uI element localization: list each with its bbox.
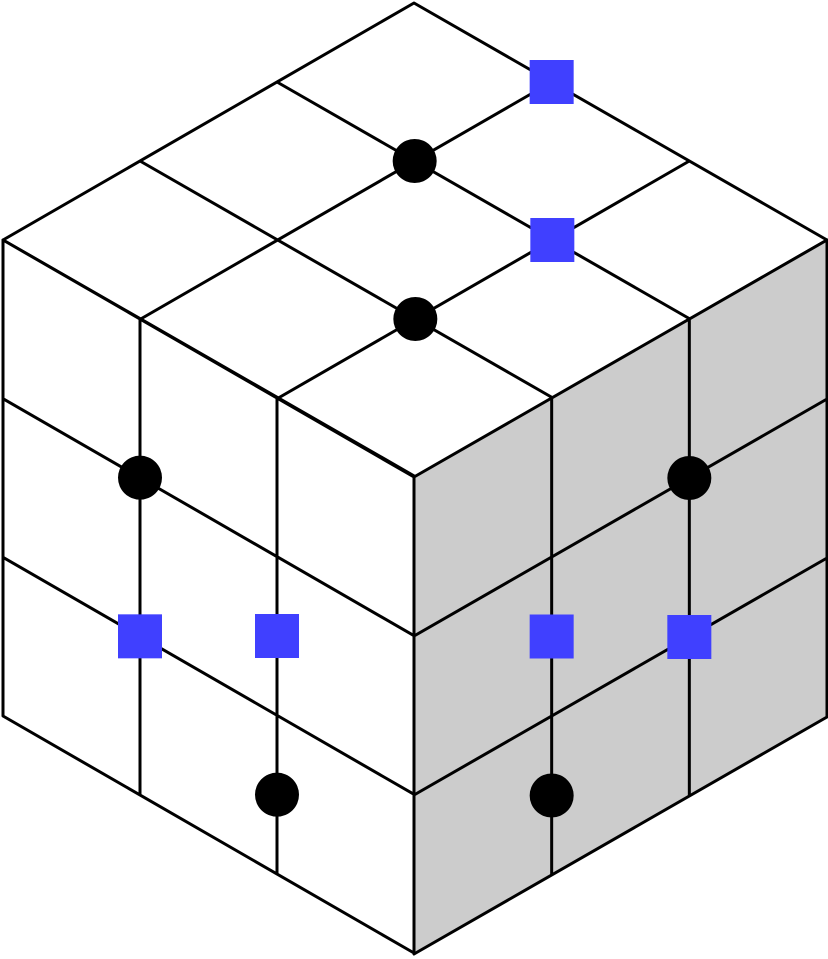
- square-marker: [118, 614, 162, 659]
- top-grid-line: [277, 159, 691, 400]
- circle-marker: [118, 455, 162, 500]
- square-marker: [530, 218, 575, 262]
- top-grid-line: [139, 159, 554, 400]
- circle-marker: [667, 456, 712, 500]
- circle-marker: [255, 772, 299, 817]
- square-marker: [255, 614, 299, 658]
- circle-marker: [529, 773, 574, 818]
- left-grid-line: [2, 556, 415, 796]
- square-marker: [529, 614, 574, 659]
- right-grid-line: [413, 397, 828, 638]
- square-marker: [667, 615, 712, 659]
- cube-markers: [118, 60, 712, 818]
- square-marker: [529, 60, 574, 104]
- top-grid-line: [276, 80, 691, 321]
- circle-marker: [392, 139, 437, 183]
- top-grid-line: [139, 80, 553, 321]
- circle-marker: [393, 297, 438, 341]
- right-grid-line: [413, 556, 828, 797]
- left-grid-line: [2, 397, 415, 637]
